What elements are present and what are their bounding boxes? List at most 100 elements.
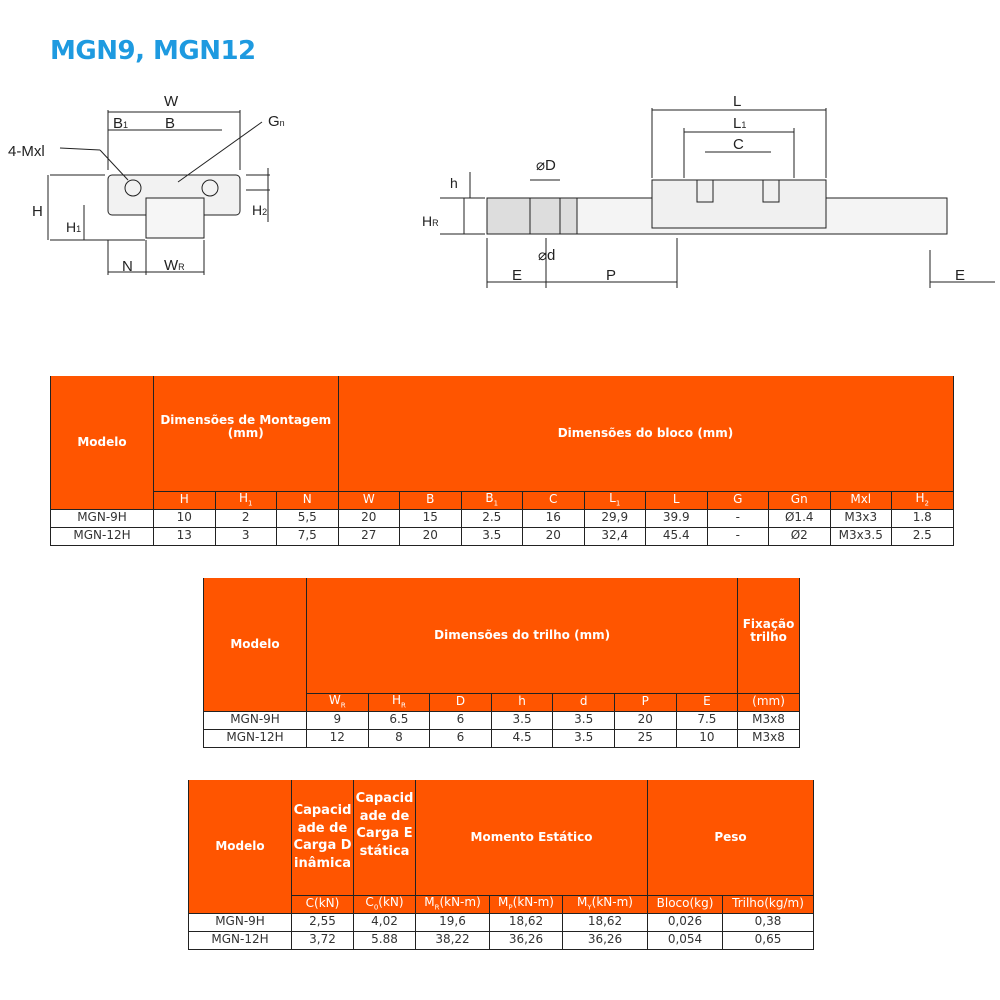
value-cell: 8 [367,728,431,748]
value-cell: 4,02 [353,912,416,932]
column-header-label: W [362,492,375,507]
value-cell: 27 [337,526,400,546]
label-E-left: E [512,267,522,284]
column-header-label: M [577,894,588,909]
value-cell: Ø2 [768,526,831,546]
column-header: L [645,490,708,510]
label-WR: WR [164,257,185,274]
label-HR: HR [422,213,439,229]
value-cell: 20 [613,710,677,730]
model-cell: MGN-9H [50,508,154,528]
label-P: P [606,267,616,284]
value-cell: 13 [153,526,216,546]
label-H2: H2 [252,202,267,218]
column-header-label: H [391,692,401,707]
value-cell: M3x3 [829,508,892,528]
value-cell: 19,6 [415,912,490,932]
technical-drawing: W B1 B Gn 4-Mxl H H1 H2 N WR L L1 C ⌀D h… [8,93,995,288]
label-Gn: Gn [268,113,285,130]
column-header: h [490,692,554,712]
column-header-label: P [641,694,649,709]
column-header-label: C [365,894,374,909]
header-weight: Peso [647,780,815,895]
value-cell: 2.5 [460,508,523,528]
column-header: (mm) [737,692,800,712]
column-header-label: E [703,694,711,709]
column-header: MR(kN-m) [415,894,490,914]
model-cell: MGN-9H [203,710,307,730]
column-header-unit: (kN-m) [512,894,554,909]
value-cell: 38,22 [415,930,490,950]
label-D: ⌀D [536,157,556,174]
column-header-label: H [179,492,189,507]
column-header-label: H [239,490,249,505]
value-cell: 18,62 [489,912,563,932]
column-header: H2 [891,490,954,510]
value-cell: - [706,526,769,546]
column-header-label: d [579,694,588,709]
column-header: C [522,490,585,510]
column-header: D [429,692,492,712]
value-cell: M3x8 [737,728,800,748]
value-cell: 7,5 [276,526,339,546]
value-cell: 29,9 [583,508,646,528]
column-header: HR [367,692,431,712]
label-N: N [122,258,133,275]
column-header: MP(kN-m) [489,894,563,914]
value-cell: 15 [399,508,462,528]
model-cell: MGN-12H [188,930,292,950]
value-cell: 0,026 [647,912,724,932]
value-cell: M3x8 [737,710,800,730]
value-cell: 3.5 [490,710,554,730]
label-C: C [733,136,744,153]
page-title: MGN9, MGN12 [50,36,256,66]
model-cell: MGN-9H [188,912,292,932]
column-header-label: W [328,692,341,707]
column-header-subscript: P [508,903,513,912]
value-cell: 6 [429,728,492,748]
value-cell: 25 [613,728,677,748]
column-header-label: (mm) [752,694,785,709]
header-block-dimensions: Dimensões do bloco (mm) [337,376,954,491]
column-header-label: N [302,492,312,507]
column-header-label: B [485,490,494,505]
value-cell: 6 [429,710,492,730]
column-header-label: M [498,894,509,909]
header-rail-dimensions: Dimensões do trilho (mm) [305,578,739,693]
column-header-subscript: 2 [924,499,929,508]
column-header: Bloco(kg) [647,894,724,914]
value-cell: 3.5 [552,728,615,748]
value-cell: 0,38 [722,912,815,932]
column-header: MY(kN-m) [561,894,649,914]
value-cell: Ø1.4 [768,508,831,528]
column-header: H [153,490,216,510]
column-header-label: h [518,694,526,709]
value-cell: 7.5 [675,710,739,730]
value-cell: 45.4 [645,526,708,546]
column-header: L1 [583,490,646,510]
header-modelo: Modelo [50,376,154,509]
load-capacity-table: Modelo Capacidade de Carga Dinâmica Capa… [188,780,815,950]
value-cell: 2 [214,508,277,528]
column-header-subscript: 0 [373,903,379,912]
value-cell: 36,26 [561,930,649,950]
column-header: Mxl [829,490,892,510]
value-cell: 18,62 [561,912,649,932]
column-header-label: C [549,492,558,507]
label-L: L [733,93,741,110]
header-modelo: Modelo [188,780,292,913]
column-header-subscript: R [434,903,440,912]
value-cell: 0,054 [647,930,724,950]
column-header-label: Bloco(kg) [656,896,714,911]
column-header: W [337,490,400,510]
value-cell: 1.8 [891,508,954,528]
value-cell: 3.5 [460,526,523,546]
column-header: Gn [768,490,831,510]
label-E-right: E [955,267,965,284]
column-header-subscript: R [340,701,346,710]
column-header: Trilho(kg/m) [722,894,815,914]
column-header-label: Trilho(kg/m) [732,896,804,911]
